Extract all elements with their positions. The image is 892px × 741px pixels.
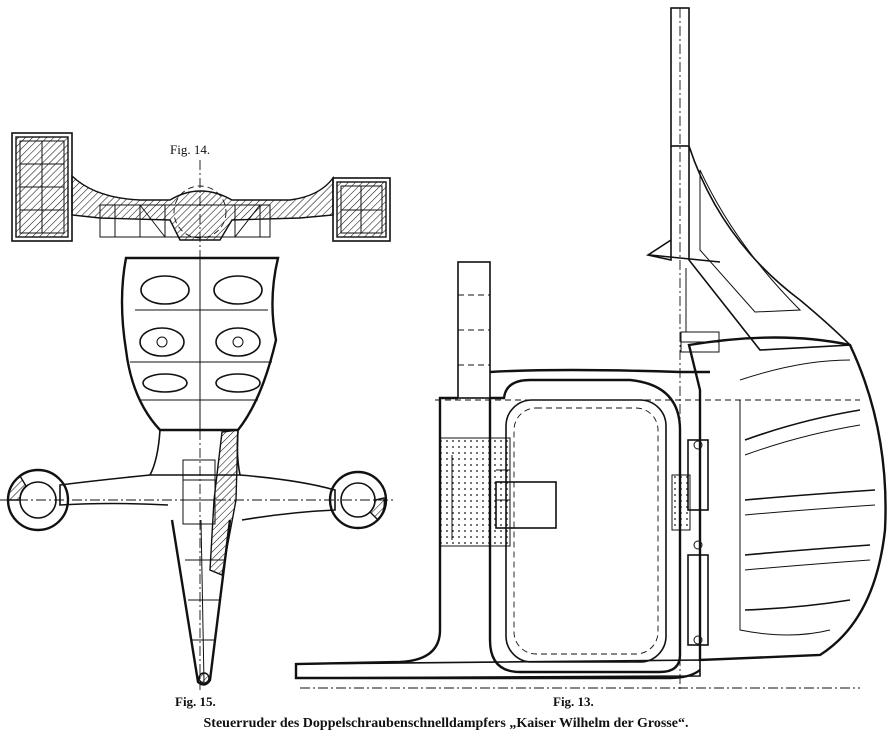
fig15-rudder-plan: [0, 250, 395, 690]
fig14-cross-section: [11, 132, 391, 250]
fig13-side-elevation: [294, 7, 887, 690]
plate-caption: Steuerruder des Doppelschraubenschnellda…: [203, 716, 689, 731]
fig15-label: Fig. 15.: [175, 694, 216, 709]
fig13-label: Fig. 13.: [553, 694, 594, 709]
fig14-label: Fig. 14.: [170, 142, 211, 157]
